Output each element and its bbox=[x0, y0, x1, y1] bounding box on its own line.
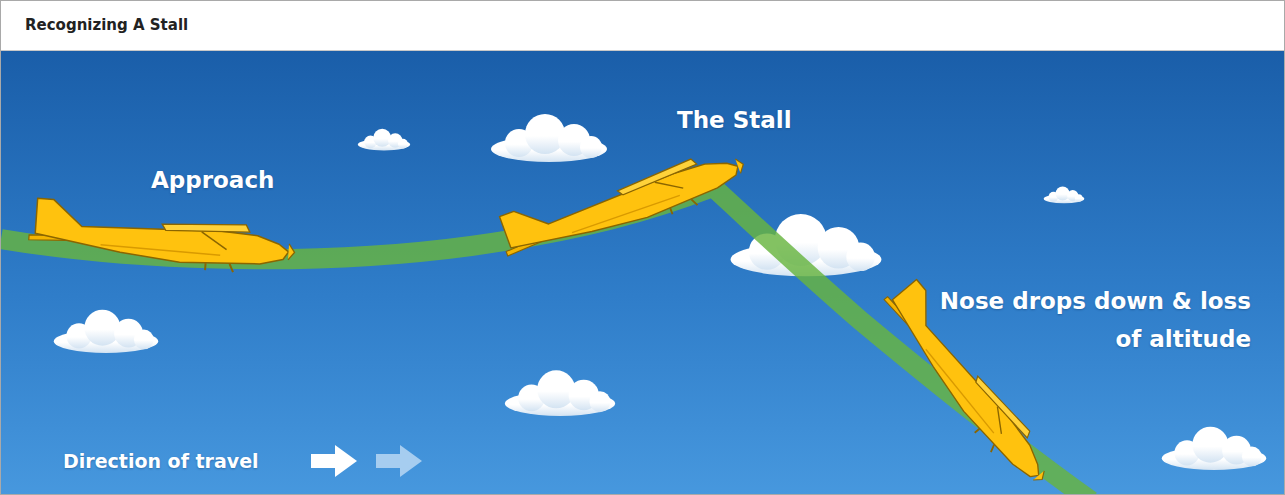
title-bar: Recognizing A Stall bbox=[1, 1, 1285, 51]
sky bbox=[1, 51, 1285, 495]
phase-label: Approach bbox=[151, 165, 274, 195]
diagram-title: Recognizing A Stall bbox=[25, 16, 188, 34]
phase-label: Nose drops down & loss of altitude bbox=[939, 282, 1251, 358]
direction-label: Direction of travel bbox=[63, 448, 259, 474]
cloud bbox=[1044, 187, 1085, 204]
cloud bbox=[358, 129, 410, 151]
direction-arrow bbox=[311, 445, 357, 477]
cloud bbox=[505, 370, 615, 416]
airplane-approach bbox=[28, 198, 298, 276]
direction-arrow bbox=[376, 445, 422, 477]
cloud bbox=[1162, 427, 1266, 470]
airplane-stall bbox=[494, 132, 751, 272]
cloud bbox=[491, 114, 607, 162]
cloud bbox=[54, 310, 158, 353]
phase-label: The Stall bbox=[677, 105, 792, 135]
